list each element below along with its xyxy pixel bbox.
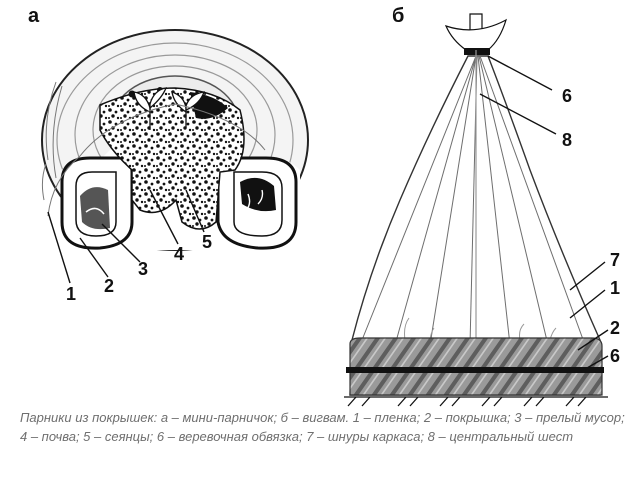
label-a-5: 5 bbox=[202, 232, 212, 252]
label-b-8: 8 bbox=[562, 130, 572, 150]
tire-b bbox=[349, 337, 603, 396]
label-a-2: 2 bbox=[104, 276, 114, 296]
label-a-3: 3 bbox=[138, 259, 148, 279]
rope-tie-bottom bbox=[346, 367, 604, 373]
ground bbox=[344, 396, 608, 407]
label-b-2: 2 bbox=[610, 318, 620, 338]
label-b-6-bottom: 6 bbox=[610, 346, 620, 366]
panel-a-letter: а bbox=[28, 5, 40, 27]
label-b-1: 1 bbox=[610, 278, 620, 298]
wigwam bbox=[344, 13, 608, 407]
soil bbox=[99, 87, 245, 230]
greenhouse-diagram: а bbox=[28, 5, 620, 407]
seedlings-b bbox=[404, 317, 557, 341]
label-a-1: 1 bbox=[66, 284, 76, 304]
leader-lines-a bbox=[47, 189, 205, 284]
tire-cross-section bbox=[41, 29, 309, 251]
label-b-7: 7 bbox=[610, 250, 620, 270]
figure-caption: Парники из покрышек: а – мини-парничок; … bbox=[20, 410, 625, 444]
rope-tie-top bbox=[464, 48, 490, 55]
label-b-6-top: 6 bbox=[562, 86, 572, 106]
panel-a: а bbox=[28, 5, 309, 304]
panel-b: б bbox=[344, 5, 620, 407]
leader-lines-b bbox=[479, 55, 609, 373]
frame-cords bbox=[359, 55, 586, 346]
label-a-4: 4 bbox=[174, 244, 184, 264]
panel-b-letter: б bbox=[392, 5, 404, 27]
seedlings bbox=[133, 87, 205, 130]
